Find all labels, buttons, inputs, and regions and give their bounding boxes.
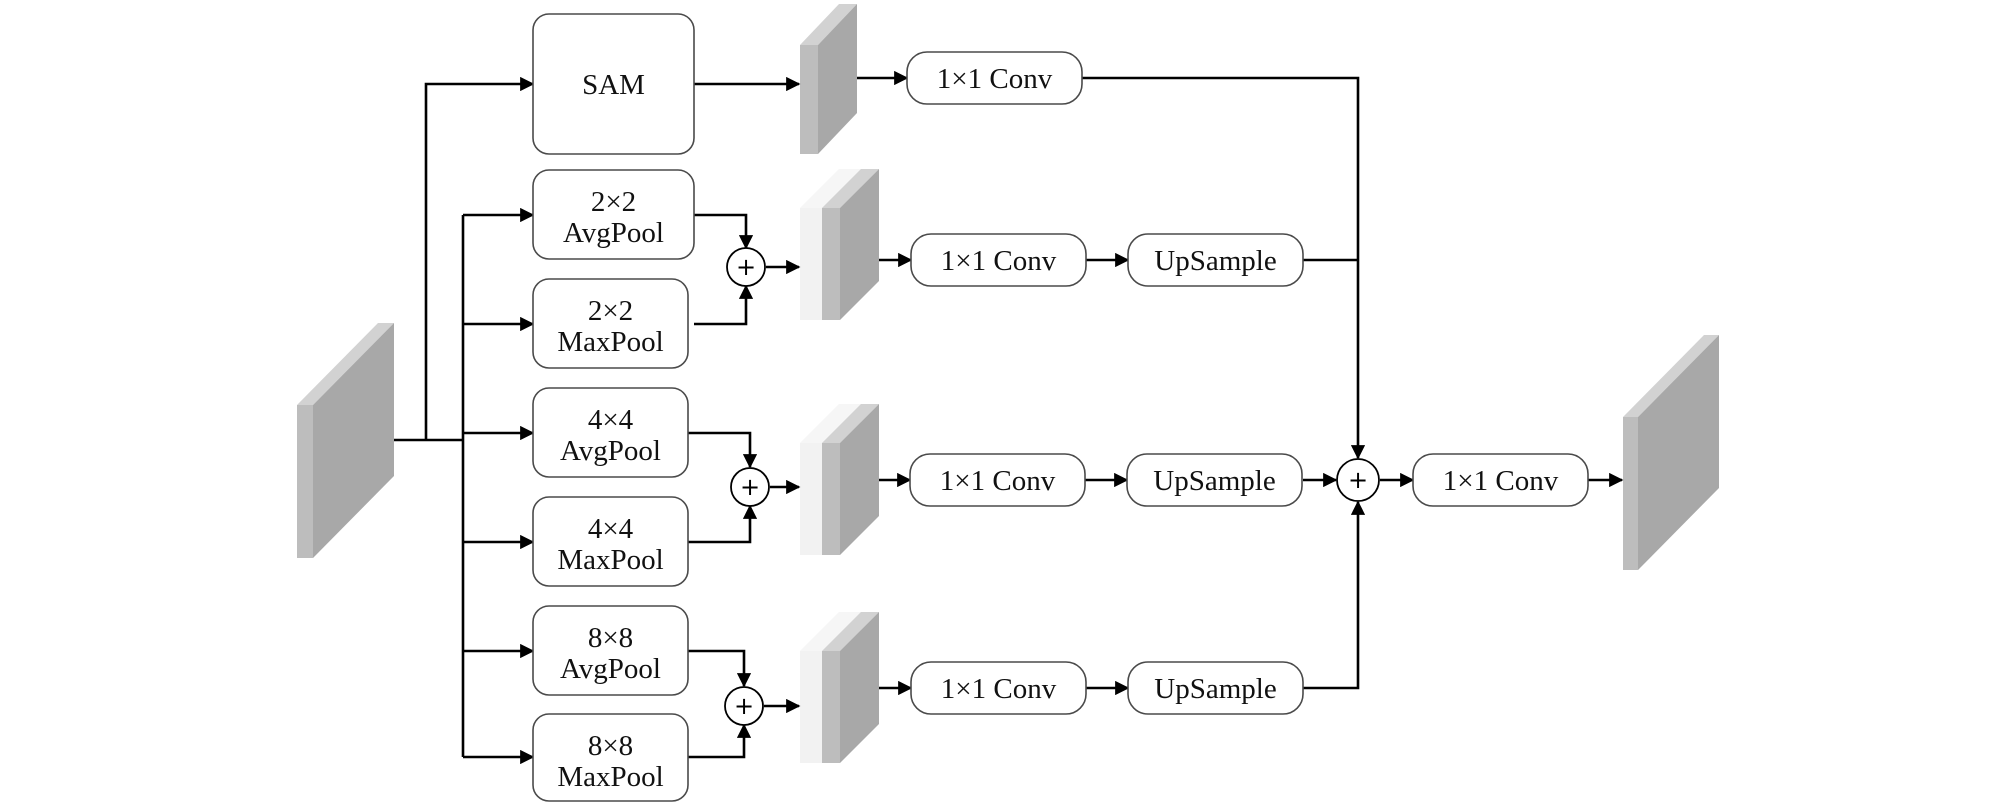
sum-node-4x4: + [730, 467, 770, 507]
sam-conv-block: 1×1 Conv [906, 51, 1083, 105]
concat-feature-map-8x8 [800, 612, 879, 763]
connections [394, 70, 1624, 765]
maxpool-8x8-block: 8×8 MaxPool [532, 713, 689, 802]
avgpool-2x2-block: 2×2 AvgPool [532, 169, 695, 260]
maxpool-8x8-label: MaxPool [557, 761, 663, 793]
conv-8x8-label: 1×1 Conv [941, 673, 1057, 705]
upsample-4x4-label: UpSample [1153, 465, 1275, 497]
conv-2x2-label: 1×1 Conv [941, 245, 1057, 277]
plus-icon: + [736, 253, 756, 281]
maxpool-2x2-label: MaxPool [557, 326, 663, 358]
conv-8x8-block: 1×1 Conv [910, 661, 1087, 715]
sam-conv-label: 1×1 Conv [937, 63, 1053, 95]
avgpool-8x8-label: AvgPool [560, 653, 661, 685]
maxpool-4x4-size: 4×4 [588, 513, 634, 545]
conv-4x4-block: 1×1 Conv [909, 453, 1086, 507]
avgpool-8x8-size: 8×8 [588, 622, 633, 654]
sum-node-final: + [1336, 458, 1380, 502]
final-conv-label: 1×1 Conv [1443, 465, 1559, 497]
sum-node-2x2: + [726, 247, 766, 287]
maxpool-4x4-label: MaxPool [557, 544, 663, 576]
conv-4x4-label: 1×1 Conv [940, 465, 1056, 497]
avgpool-2x2-label: AvgPool [563, 217, 664, 249]
upsample-8x8-label: UpSample [1154, 673, 1276, 705]
avgpool-2x2-size: 2×2 [591, 186, 636, 218]
maxpool-2x2-block: 2×2 MaxPool [532, 278, 689, 369]
plus-icon: + [734, 692, 754, 720]
avgpool-4x4-size: 4×4 [588, 404, 634, 436]
sum-node-8x8: + [724, 686, 764, 726]
sam-block: SAM [532, 13, 695, 155]
avgpool-4x4-label: AvgPool [560, 435, 661, 467]
maxpool-8x8-size: 8×8 [588, 730, 633, 762]
concat-feature-map-4x4 [800, 404, 879, 555]
plus-icon: + [1348, 466, 1368, 494]
maxpool-2x2-size: 2×2 [588, 295, 633, 327]
avgpool-8x8-block: 8×8 AvgPool [532, 605, 689, 696]
sam-label: SAM [582, 69, 645, 101]
avgpool-4x4-block: 4×4 AvgPool [532, 387, 689, 478]
output-feature-map [1623, 335, 1719, 570]
maxpool-4x4-block: 4×4 MaxPool [532, 496, 689, 587]
final-conv-block: 1×1 Conv [1412, 453, 1589, 507]
upsample-2x2-label: UpSample [1154, 245, 1276, 277]
concat-feature-map-2x2 [800, 169, 879, 320]
upsample-4x4-block: UpSample [1126, 453, 1303, 507]
sam-feature-map [800, 4, 857, 154]
conv-2x2-block: 1×1 Conv [910, 233, 1087, 287]
input-feature-map [297, 323, 394, 558]
upsample-8x8-block: UpSample [1127, 661, 1304, 715]
upsample-2x2-block: UpSample [1127, 233, 1304, 287]
plus-icon: + [740, 473, 760, 501]
